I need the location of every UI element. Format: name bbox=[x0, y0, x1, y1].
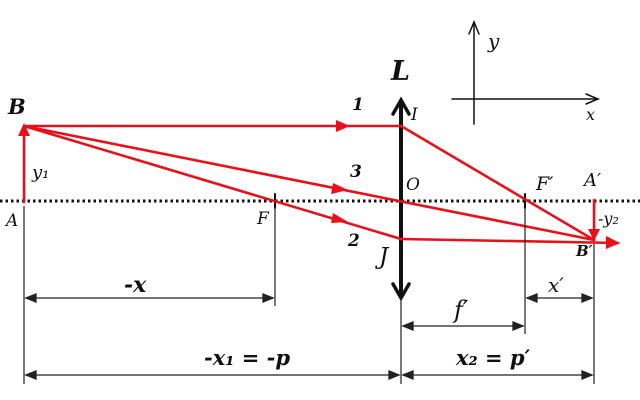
image-distance-label: x₂ = p′ bbox=[455, 345, 531, 370]
ray-3-label: 3 bbox=[350, 162, 362, 182]
dimension-focal-length bbox=[401, 321, 525, 331]
axis-y-label: y bbox=[487, 29, 500, 53]
image-focus-distance-label: x′ bbox=[548, 273, 564, 297]
back-focus-label: F′ bbox=[535, 173, 554, 195]
lens-label: L bbox=[390, 56, 410, 87]
object-height-label: y₁ bbox=[31, 162, 49, 183]
object-arrow bbox=[18, 123, 30, 204]
dimension-front-focus-distance bbox=[24, 293, 275, 303]
dimension-object-distance bbox=[24, 370, 401, 380]
ray-1-label: 1 bbox=[352, 95, 364, 115]
image-base-label: A′ bbox=[582, 170, 601, 191]
object-distance-label: -x₁ = -p bbox=[204, 345, 290, 370]
image-arrow bbox=[588, 198, 600, 241]
ray-3 bbox=[22, 124, 596, 242]
lens-top-point-label: I bbox=[410, 105, 418, 125]
object-base-label: A bbox=[4, 211, 18, 231]
ray-1 bbox=[22, 120, 596, 242]
lens-center-label: O bbox=[406, 175, 420, 195]
dimension-image-distance bbox=[401, 370, 594, 380]
axis-x-label: x bbox=[586, 105, 595, 124]
object-top-label: B bbox=[7, 94, 26, 119]
ray-2-label: 2 bbox=[347, 231, 360, 251]
front-focus-distance-label: -x bbox=[124, 272, 147, 298]
coordinate-axes-inset: y x bbox=[451, 20, 600, 125]
image-height-label: -y₂ bbox=[598, 209, 619, 228]
image-top-label: B′ bbox=[575, 242, 593, 260]
focal-length-label: f′ bbox=[452, 296, 469, 324]
front-focus-label: F bbox=[256, 209, 270, 229]
dimension-image-focus-distance bbox=[525, 293, 594, 303]
lens-bottom-point-label: J bbox=[375, 244, 390, 270]
extension-lines bbox=[23, 206, 595, 384]
ray-2 bbox=[22, 124, 620, 249]
